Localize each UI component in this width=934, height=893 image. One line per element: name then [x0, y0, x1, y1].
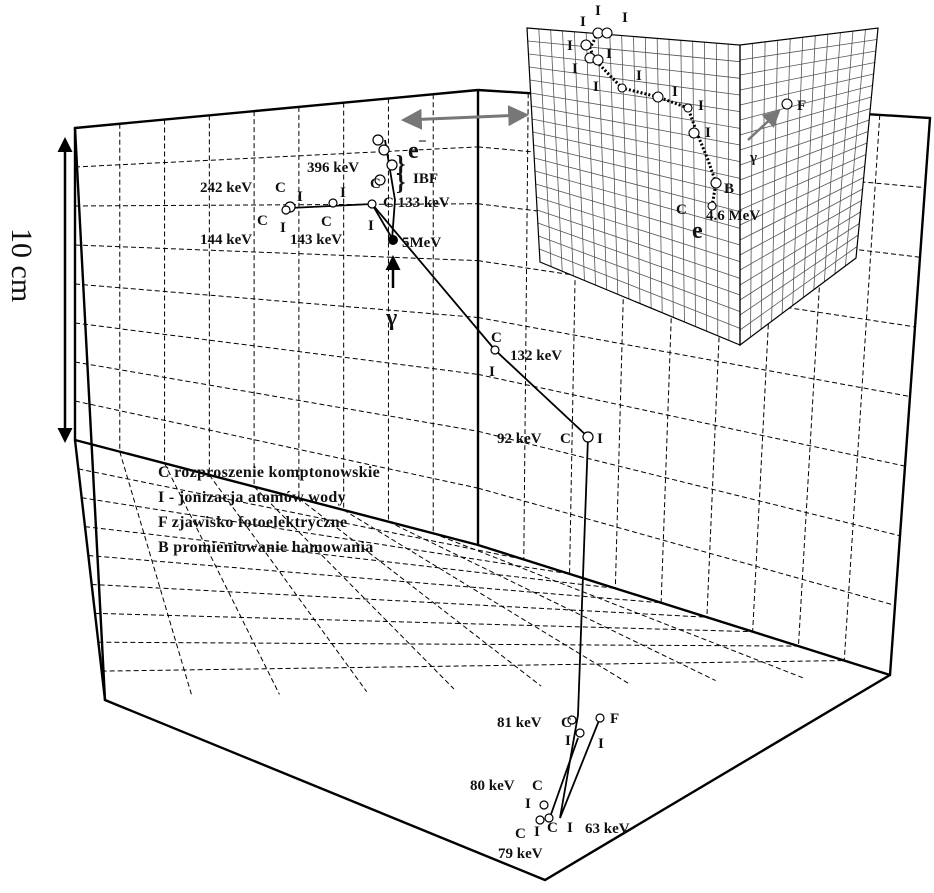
svg-text:C: C [560, 431, 571, 447]
svg-text:C: C [370, 176, 381, 192]
svg-text:C: C [257, 213, 268, 229]
svg-text:I: I [567, 820, 573, 836]
legend-b: B promieniowanie hamowania [158, 539, 374, 556]
svg-text:I: I [622, 10, 628, 26]
svg-text:I: I [534, 824, 540, 840]
svg-text:−: − [418, 134, 427, 150]
svg-text:I: I [705, 125, 711, 141]
svg-text:I: I [595, 3, 601, 19]
energy-81: 81 keV [497, 715, 542, 731]
legend: C rozproszenie komptonowskie I - jonizac… [158, 464, 380, 556]
svg-text:I: I [597, 431, 603, 447]
svg-text:I: I [606, 46, 612, 62]
electron-label: e [408, 138, 419, 164]
svg-text:}: } [396, 170, 405, 196]
zoom-link-arrow [400, 105, 530, 130]
energy-396: 396 keV [307, 160, 359, 176]
svg-text:B: B [724, 181, 734, 197]
svg-text:I: I [580, 14, 586, 30]
inset-detail-box [526, 27, 879, 347]
energy-143: 143 keV [290, 232, 342, 248]
energy-79: 79 keV [498, 846, 543, 862]
svg-text:I: I [340, 185, 346, 201]
energy-133: C 133 keV [383, 195, 450, 211]
svg-text:C: C [275, 180, 286, 196]
scale-label: 10 cm [5, 228, 38, 302]
svg-text:C: C [561, 715, 572, 731]
svg-text:I: I [297, 189, 303, 205]
svg-text:C: C [321, 214, 332, 230]
svg-text:I: I [565, 733, 571, 749]
svg-text:C: C [532, 778, 543, 794]
svg-text:I: I [567, 38, 573, 54]
energy-80: 80 keV [470, 778, 515, 794]
svg-text:F: F [610, 711, 619, 727]
svg-text:}: } [396, 152, 405, 178]
svg-text:I: I [636, 68, 642, 84]
ibf-label: IBF [413, 171, 438, 187]
svg-text:I: I [280, 220, 286, 236]
main-box-frame [73, 88, 932, 882]
svg-text:C: C [515, 826, 526, 842]
legend-c: C rozproszenie komptonowskie [158, 464, 380, 481]
svg-text:I: I [593, 79, 599, 95]
energy-144: 144 keV [200, 232, 252, 248]
svg-text:F: F [797, 98, 806, 114]
svg-text:γ: γ [749, 150, 757, 166]
svg-text:I: I [598, 736, 604, 752]
svg-text:I: I [368, 218, 374, 234]
inset-electron-label: e [692, 218, 703, 244]
scale-bar: 10 cm [5, 137, 73, 443]
main-labels: e − IBF } } 396 keV 242 keV C 133 keV 14… [200, 134, 630, 862]
svg-text:I: I [672, 84, 678, 100]
svg-text:C: C [547, 820, 558, 836]
energy-92: 92 keV [497, 431, 542, 447]
gamma-label: γ [385, 305, 397, 331]
photon-entry-point [388, 235, 398, 245]
energy-63: 63 keV [585, 821, 630, 837]
svg-text:C: C [491, 330, 502, 346]
svg-text:I: I [525, 796, 531, 812]
svg-text:I: I [489, 364, 495, 380]
svg-text:I: I [572, 61, 578, 77]
energy-132: 132 keV [510, 348, 562, 364]
inset-energy-46: 4.6 MeV [706, 208, 760, 224]
interaction-points [281, 134, 605, 825]
legend-i: I - jonizacja atomów wody [158, 489, 346, 506]
svg-text:C: C [676, 202, 687, 218]
energy-242: 242 keV [200, 180, 252, 196]
svg-text:I: I [698, 98, 704, 114]
energy-5mev: 5MeV [402, 235, 441, 251]
legend-f: F zjawisko fotoelektryczne [158, 514, 347, 531]
inset-track: γ F B C 4.6 MeV e I I I I I I I I I I I [567, 3, 806, 244]
